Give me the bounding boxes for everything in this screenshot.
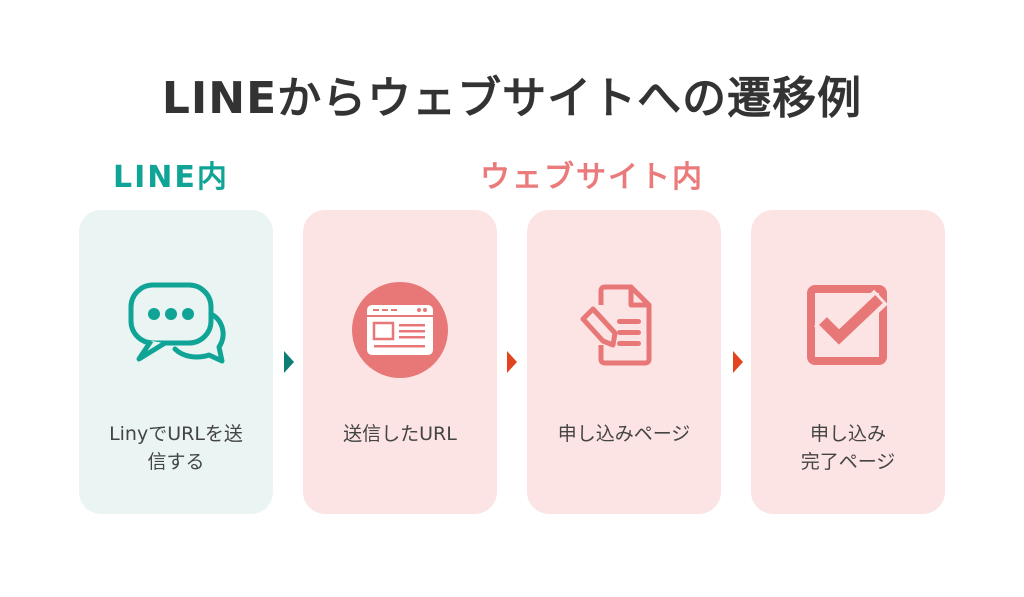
section-label-website: ウェブサイト内 — [480, 160, 704, 195]
step-text-line1: 送信したURL — [343, 423, 457, 445]
step-card-sent-url: 送信したURL — [303, 210, 497, 514]
step-card-application-page: 申し込みページ — [527, 210, 721, 514]
step-text-line1: LinyでURLを送 — [109, 423, 243, 445]
section-label-line: LINE内 — [113, 160, 229, 195]
step-text-line2: 信する — [147, 451, 205, 473]
diagram-title: LINEからウェブサイトへの遷移例 — [161, 73, 863, 124]
chat-bubbles-icon — [128, 282, 226, 364]
checkbox-check-icon — [807, 285, 888, 365]
arrow-right-icon — [507, 351, 517, 373]
step-text-line1: 申し込み — [809, 423, 886, 445]
arrow-right-icon — [733, 351, 743, 373]
step-card-line-send: LinyでURLを送 信する — [79, 210, 273, 514]
step-card-application-complete: 申し込み 完了ページ — [751, 210, 945, 514]
arrow-right-icon — [284, 351, 294, 373]
step-text-line1: 申し込みページ — [557, 423, 691, 445]
form-document-icon — [580, 284, 652, 366]
step-text-line2: 完了ページ — [800, 451, 896, 473]
browser-window-icon — [352, 282, 448, 378]
